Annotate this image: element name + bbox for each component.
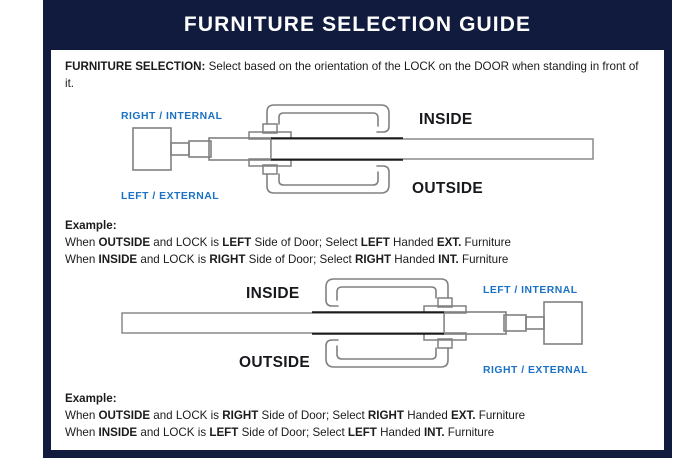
latch-bolt-2 [503,314,527,332]
example-block-1: Example: When OUTSIDE and LOCK is LEFT S… [65,217,655,268]
diagram-1-label-left-external: LEFT / EXTERNAL [121,191,220,202]
rose-plate-top-2 [423,305,467,314]
diagram-2-label-outside: OUTSIDE [239,354,310,371]
example-block-2: Example: When OUTSIDE and LOCK is RIGHT … [65,390,655,441]
rose-neck-top-1 [262,123,278,134]
page-title: FURNITURE SELECTION GUIDE [183,13,532,36]
door-edge-2 [443,311,507,335]
rose-neck-top-2 [437,297,453,308]
lever-handle-top-inner-1 [278,112,379,127]
guide-frame: FURNITURE SELECTION GUIDE FURNITURE SELE… [43,0,672,458]
rose-plate-bottom-1 [248,158,292,167]
lever-handle-bottom-inner-1 [278,171,379,186]
example-1-line-2: When INSIDE and LOCK is RIGHT Side of Do… [65,253,509,267]
lever-handle-bottom-outer-2 [325,339,449,368]
door-leaf-1 [270,137,594,161]
left-hand-external-door-diagram: RIGHT / INTERNAL LEFT / EXTERNAL INSIDE … [51,104,664,214]
lock-spindle-2 [525,316,545,330]
rose-plate-top-1 [248,131,292,140]
diagram-2-label-right-external: RIGHT / EXTERNAL [483,365,588,376]
rose-neck-bottom-2 [437,338,453,349]
lock-spindle-1 [170,142,190,156]
example-1-heading: Example: [65,219,117,232]
intro-text: FURNITURE SELECTION: Select based on the… [65,59,650,93]
door-edge-1 [208,137,272,161]
diagram-2-label-inside: INSIDE [246,285,300,302]
door-leaf-2 [121,311,445,335]
guide-content-panel: FURNITURE SELECTION: Select based on the… [51,50,664,450]
intro-label: FURNITURE SELECTION: [65,60,206,73]
example-2-line-2: When INSIDE and LOCK is LEFT Side of Doo… [65,426,495,440]
lock-body-1 [132,127,172,171]
door-diagram-2-graphic [121,278,583,368]
lever-handle-bottom-inner-2 [336,345,437,360]
diagram-1-label-inside: INSIDE [419,111,473,128]
intro-body: Select based on the orientation of the L… [65,60,639,90]
example-2-heading: Example: [65,392,117,405]
diagram-1-label-outside: OUTSIDE [412,180,483,197]
diagram-1-label-right-internal: RIGHT / INTERNAL [121,111,223,122]
lever-handle-top-outer-1 [266,104,390,133]
example-1-line-1: When OUTSIDE and LOCK is LEFT Side of Do… [65,236,511,250]
title-bar: FURNITURE SELECTION GUIDE [43,0,672,50]
rose-plate-bottom-2 [423,332,467,341]
right-hand-external-door-diagram: LEFT / INTERNAL RIGHT / EXTERNAL INSIDE … [51,278,664,388]
door-diagram-1-graphic [132,104,594,194]
lever-handle-bottom-outer-1 [266,165,390,194]
lever-handle-top-outer-2 [325,278,449,307]
diagram-2-label-left-internal: LEFT / INTERNAL [483,285,578,296]
latch-bolt-1 [188,140,212,158]
lock-body-2 [543,301,583,345]
example-2-line-1: When OUTSIDE and LOCK is RIGHT Side of D… [65,409,526,423]
rose-neck-bottom-1 [262,164,278,175]
lever-handle-top-inner-2 [336,286,437,301]
